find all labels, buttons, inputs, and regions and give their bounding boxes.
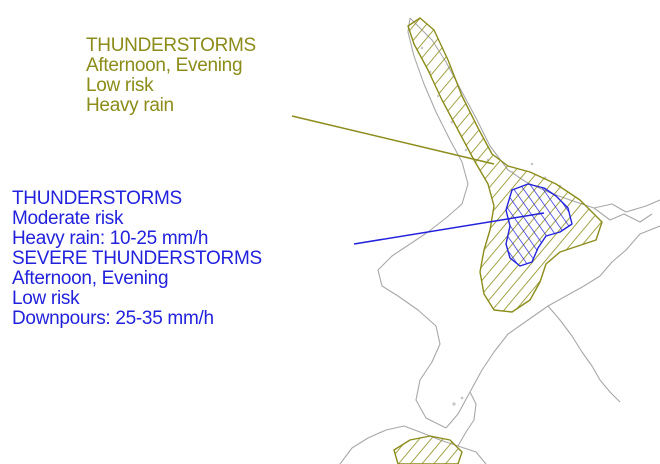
annotation-line: THUNDERSTORMS [86, 35, 256, 56]
moderate-risk-storm-area [505, 183, 573, 267]
annotation-line: Low risk [12, 288, 80, 309]
moderate-risk-annotation: THUNDERSTORMS Moderate risk Heavy rain: … [12, 189, 262, 329]
annotation-line: Afternoon, Evening [86, 55, 243, 76]
annotation-line: THUNDERSTORMS [12, 188, 182, 209]
annotation-line: Heavy rain: 10-25 mm/h [12, 228, 209, 249]
annotation-line: Low risk [86, 75, 154, 96]
moderate-risk-leader-line [353, 212, 545, 245]
south-island-coast [339, 425, 487, 464]
coastline-layer [339, 17, 660, 464]
low-risk-annotation: THUNDERSTORMS Afternoon, Evening Low ris… [86, 36, 256, 116]
annotation-line: Afternoon, Evening [12, 268, 169, 289]
low-risk-leader-line [291, 115, 495, 165]
low-risk-storm-area [407, 17, 603, 313]
bay-coast [547, 305, 621, 403]
annotation-line: SEVERE THUNDERSTORMS [12, 248, 262, 269]
annotation-line: Downpours: 25-35 mm/h [12, 308, 214, 329]
annotation-line: Moderate risk [12, 208, 124, 229]
annotation-line: Heavy rain [86, 95, 174, 116]
southern-storm-area [393, 435, 463, 464]
strait-coast [457, 391, 477, 447]
east-cape-coast [593, 207, 653, 223]
